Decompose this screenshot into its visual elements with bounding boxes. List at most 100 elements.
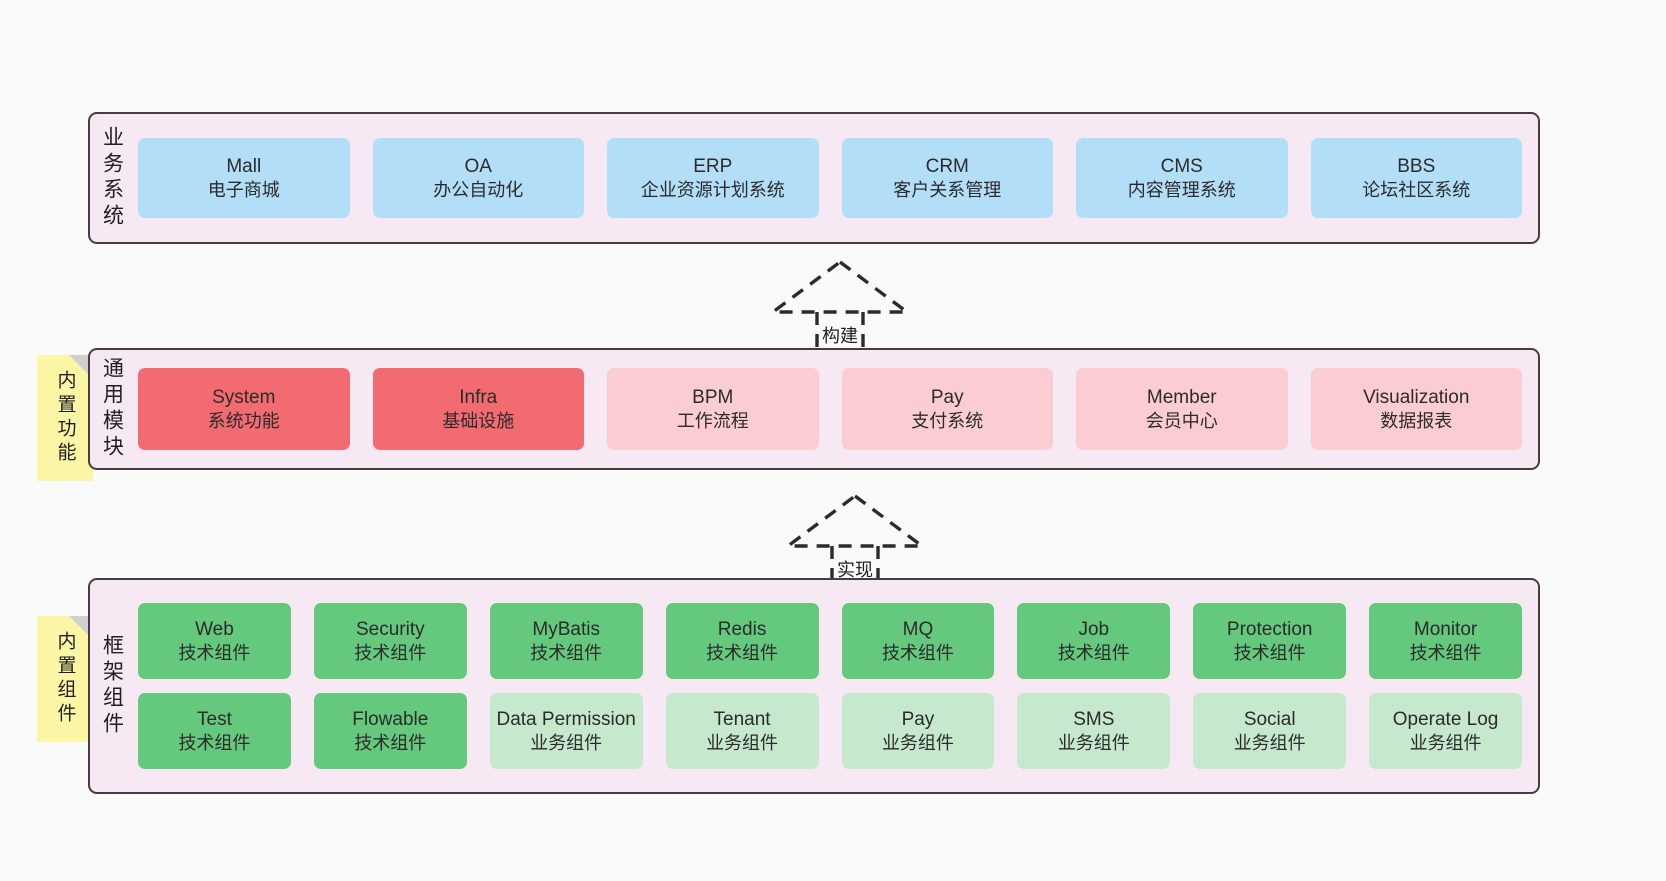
card-subtitle: 技术组件 [354, 642, 427, 663]
layer-modules-title: 通用模块 [90, 350, 134, 468]
note-builtin-components-text: 内置组件 [54, 631, 76, 727]
note-builtin-features-text: 内置功能 [54, 370, 76, 466]
card-subtitle: 业务组件 [706, 732, 779, 753]
card-title: Data Permission [496, 708, 636, 730]
card-subtitle: 电子商城 [207, 179, 280, 200]
card-title: Web [195, 618, 234, 640]
implement-arrow-glyph [782, 493, 928, 584]
card-title: Operate Log [1392, 708, 1499, 730]
card-title: ERP [693, 155, 733, 177]
card-subtitle: 内容管理系统 [1127, 179, 1236, 200]
card-title: Pay [901, 708, 935, 730]
card-title: System [212, 386, 276, 408]
card-subtitle: 技术组件 [881, 642, 954, 663]
card-title: Flowable [352, 708, 429, 730]
build-arrow-glyph [767, 259, 913, 350]
card-subtitle: 业务组件 [530, 732, 603, 753]
card-title: Pay [930, 386, 964, 408]
note-builtin-components: 内置组件 [37, 616, 93, 742]
layer-business-title: 业务系统 [90, 114, 134, 242]
card-title: Tenant [713, 708, 771, 730]
connector-implement-label: 实现 [836, 556, 874, 582]
card-title: Job [1078, 618, 1110, 640]
card-subtitle: 业务组件 [1409, 732, 1482, 753]
card-title: Redis [717, 618, 767, 640]
card-subtitle: 工作流程 [676, 410, 749, 431]
card-title: Monitor [1413, 618, 1478, 640]
card-subtitle: 企业资源计划系统 [640, 179, 785, 200]
card-title: OA [464, 155, 492, 177]
card-subtitle: 技术组件 [178, 642, 251, 663]
connector-build: 构建 [755, 258, 925, 350]
card-title: Security [355, 618, 425, 640]
card-subtitle: 业务组件 [1233, 732, 1306, 753]
card-subtitle: 数据报表 [1380, 410, 1453, 431]
card-subtitle: 技术组件 [706, 642, 779, 663]
card-title: Infra [459, 386, 498, 408]
layer-framework-title-text: 框架组件 [100, 634, 124, 738]
card-title: Visualization [1363, 386, 1470, 408]
card-subtitle: 论坛社区系统 [1362, 179, 1471, 200]
card-subtitle: 业务组件 [1057, 732, 1130, 753]
card-title: Member [1146, 386, 1217, 408]
layer-business-title-text: 业务系统 [100, 126, 124, 230]
card-title: MQ [902, 618, 934, 640]
card-subtitle: 支付系统 [911, 410, 984, 431]
card-title: Social [1243, 708, 1296, 730]
card-subtitle: 办公自动化 [433, 179, 524, 200]
layer-framework-title: 框架组件 [90, 580, 134, 792]
card-subtitle: 会员中心 [1145, 410, 1218, 431]
card-subtitle: 客户关系管理 [893, 179, 1002, 200]
card-subtitle: 系统功能 [207, 410, 280, 431]
card-title: CMS [1160, 155, 1203, 177]
connector-implement: 实现 [770, 492, 940, 584]
card-subtitle: 技术组件 [178, 732, 251, 753]
card-title: SMS [1073, 708, 1115, 730]
card-title: Mall [226, 155, 262, 177]
card-title: BPM [692, 386, 734, 408]
card-subtitle: 技术组件 [1057, 642, 1130, 663]
card-subtitle: 业务组件 [881, 732, 954, 753]
note-builtin-features: 内置功能 [37, 355, 93, 481]
card-subtitle: 技术组件 [354, 732, 427, 753]
card-title: CRM [925, 155, 969, 177]
